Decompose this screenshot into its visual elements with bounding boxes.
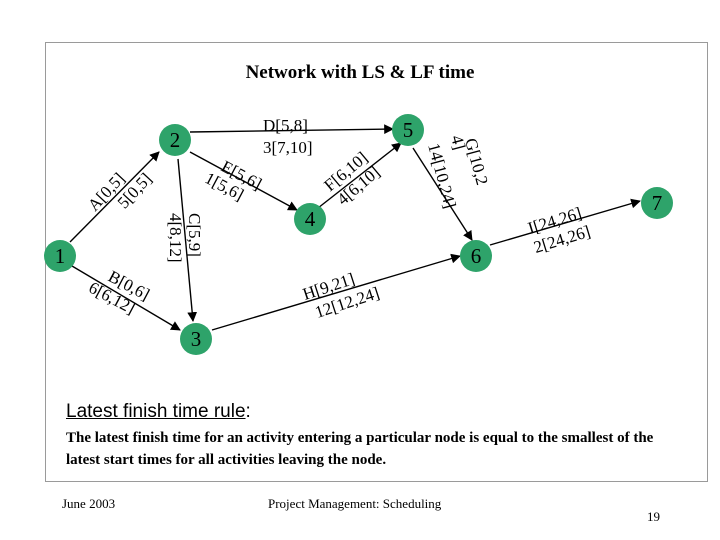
page-number: 19 (647, 509, 660, 524)
activity-h-label: H[9,21] 12[12,24] (300, 269, 381, 322)
node-5: 5 (392, 114, 424, 146)
activity-d-label: D[5,8] 3[7,10] (263, 116, 313, 157)
rule-text: The latest finish time for an activity e… (66, 430, 654, 468)
activity-b-label: B[0,6] 6[6,12] (86, 267, 153, 318)
svg-text:7: 7 (652, 191, 663, 215)
svg-text:C[5,9]: C[5,9] (185, 213, 204, 257)
arrow-4-5 (317, 142, 402, 209)
node-2: 2 (159, 124, 191, 156)
svg-text:3[7,10]: 3[7,10] (263, 138, 313, 157)
activity-g-label-end: 4] (447, 133, 469, 152)
activity-5-6-ls-label: 14[10,24] (424, 141, 460, 210)
svg-text:4]: 4] (447, 133, 469, 152)
activity-f-label: F[6,10] 4[6,10] (320, 148, 383, 209)
node-3: 3 (180, 323, 212, 355)
arrow-2-5 (189, 124, 394, 135)
node-4: 4 (294, 203, 326, 235)
arrow-1-3 (71, 265, 181, 331)
svg-text:4: 4 (305, 207, 316, 231)
arrow-6-7 (489, 198, 641, 246)
node-1: 1 (44, 240, 76, 272)
arrow-5-6 (412, 147, 473, 241)
arrow-1-2 (69, 151, 160, 243)
svg-text:4[8,12]: 4[8,12] (166, 213, 185, 263)
activity-c-label: C[5,9] 4[8,12] (166, 213, 204, 263)
rule-heading: Latest finish time rule: (66, 401, 251, 422)
svg-text:14[10,24]: 14[10,24] (424, 141, 460, 210)
activity-e-label: E[5,6] 1[5,6] (202, 157, 265, 205)
footer-date: June 2003 (62, 496, 116, 511)
arrow-2-3 (177, 158, 198, 322)
node-7: 7 (641, 187, 673, 219)
footer-course: Project Management: Scheduling (268, 496, 442, 511)
svg-text:6: 6 (471, 244, 482, 268)
arrow-2-4 (189, 151, 298, 211)
svg-text:2: 2 (170, 128, 181, 152)
node-6: 6 (460, 240, 492, 272)
svg-text:3: 3 (191, 327, 202, 351)
svg-text:5: 5 (403, 118, 414, 142)
svg-text:1: 1 (55, 244, 66, 268)
slide-title: Network with LS & LF time (245, 62, 475, 83)
svg-text:D[5,8]: D[5,8] (263, 116, 308, 135)
activity-i-label: I[24,26] 2[24,26] (526, 204, 593, 257)
arrow-3-6 (211, 253, 461, 331)
